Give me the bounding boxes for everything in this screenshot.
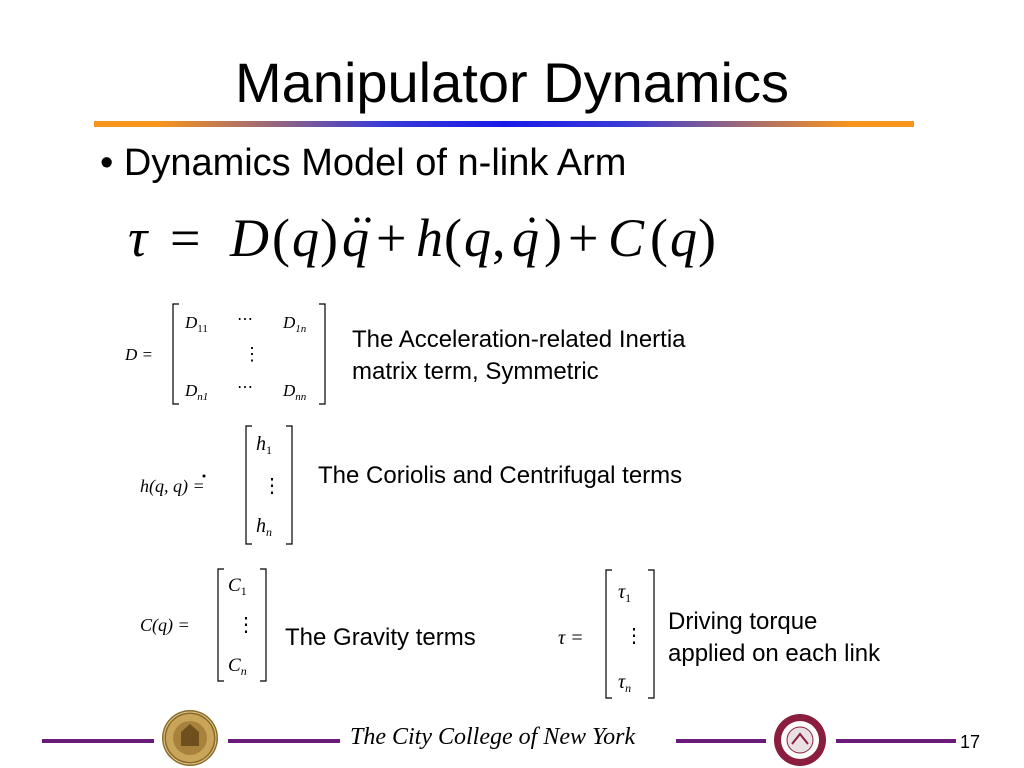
bullet-item: • Dynamics Model of n-link Arm bbox=[100, 140, 626, 186]
slide-title: Manipulator Dynamics bbox=[235, 51, 789, 114]
eq-q-2: q bbox=[464, 208, 491, 268]
svg-text:C1: C1 bbox=[228, 575, 247, 598]
footer-line-left-1 bbox=[42, 739, 154, 743]
gravity-description: The Gravity terms bbox=[285, 624, 476, 651]
svg-text:hn: hn bbox=[256, 515, 272, 539]
inertia-vdots: ⋮ bbox=[243, 344, 261, 364]
eq-comma: , bbox=[492, 208, 506, 268]
svg-text:τn: τn bbox=[618, 671, 631, 695]
svg-text:Dn1: Dn1 bbox=[184, 381, 208, 403]
gravity-vdots: ⋮ bbox=[236, 614, 256, 636]
eq-rparen-3: ) bbox=[698, 208, 716, 268]
footer-college-name: The City College of New York bbox=[350, 724, 636, 750]
robotics-lab-logo-icon bbox=[774, 714, 826, 766]
torque-description: Driving torque applied on each link bbox=[668, 608, 881, 667]
bullet-marker: • bbox=[100, 142, 114, 184]
inertia-hdots-bottom: ⋯ bbox=[237, 379, 253, 396]
svg-text:Dnn: Dnn bbox=[282, 381, 307, 403]
eq-D: D bbox=[229, 208, 269, 268]
svg-text:D1n: D1n bbox=[282, 313, 307, 335]
dynamics-equation: τ = D ( q ) q + h ( q , q ) + C ( q ) bbox=[128, 208, 716, 268]
eq-plus-1: + bbox=[376, 208, 406, 268]
eq-lparen-2: ( bbox=[444, 208, 462, 268]
eq-C: C bbox=[608, 208, 645, 268]
eq-tau: τ bbox=[128, 208, 149, 268]
eq-equals: = bbox=[170, 208, 200, 268]
eq-q-3: q bbox=[670, 208, 697, 268]
eq-rparen-2: ) bbox=[544, 208, 562, 268]
eq-lparen-3: ( bbox=[650, 208, 668, 268]
eq-q-1: q bbox=[292, 208, 319, 268]
inertia-hdots-top: ⋯ bbox=[237, 311, 253, 328]
eq-h: h bbox=[416, 208, 443, 268]
eq-qddot: q bbox=[342, 208, 369, 268]
footer-line-right-2 bbox=[836, 739, 956, 743]
college-seal-icon bbox=[162, 710, 218, 766]
torque-lhs: τ = bbox=[558, 627, 584, 649]
coriolis-vdots: ⋮ bbox=[262, 475, 282, 497]
svg-text:τ1: τ1 bbox=[618, 581, 631, 605]
page-number: 17 bbox=[960, 732, 981, 752]
coriolis-vector: h(q, q) = h1 ⋮ hn bbox=[140, 425, 293, 545]
svg-text:h1: h1 bbox=[256, 433, 272, 457]
inertia-lhs: D = bbox=[125, 345, 153, 364]
gravity-vector: C(q) = C1 ⋮ Cn bbox=[140, 568, 267, 682]
torque-vdots: ⋮ bbox=[624, 625, 644, 647]
inertia-matrix: D = D11 ⋯ D1n ⋮ Dn1 ⋯ Dnn bbox=[125, 303, 326, 405]
coriolis-description: The Coriolis and Centrifugal terms bbox=[318, 462, 683, 489]
inertia-description: The Acceleration-related Inertia matrix … bbox=[352, 326, 686, 385]
eq-qdot: q bbox=[512, 208, 539, 268]
title-underline bbox=[94, 121, 914, 127]
coriolis-lhs: h(q, q) = bbox=[140, 476, 205, 497]
eq-plus-2: + bbox=[568, 208, 598, 268]
eq-lparen-1: ( bbox=[272, 208, 290, 268]
eq-rparen-1: ) bbox=[320, 208, 338, 268]
bullet-text: Dynamics Model of n-link Arm bbox=[123, 142, 627, 184]
svg-text:D11: D11 bbox=[184, 313, 208, 335]
torque-vector: τ = τ1 ⋮ τn bbox=[558, 569, 655, 699]
svg-text:Cn: Cn bbox=[228, 655, 247, 678]
footer-line-right-1 bbox=[676, 739, 766, 743]
gravity-lhs: C(q) = bbox=[140, 615, 190, 636]
footer-line-left-2 bbox=[228, 739, 340, 743]
